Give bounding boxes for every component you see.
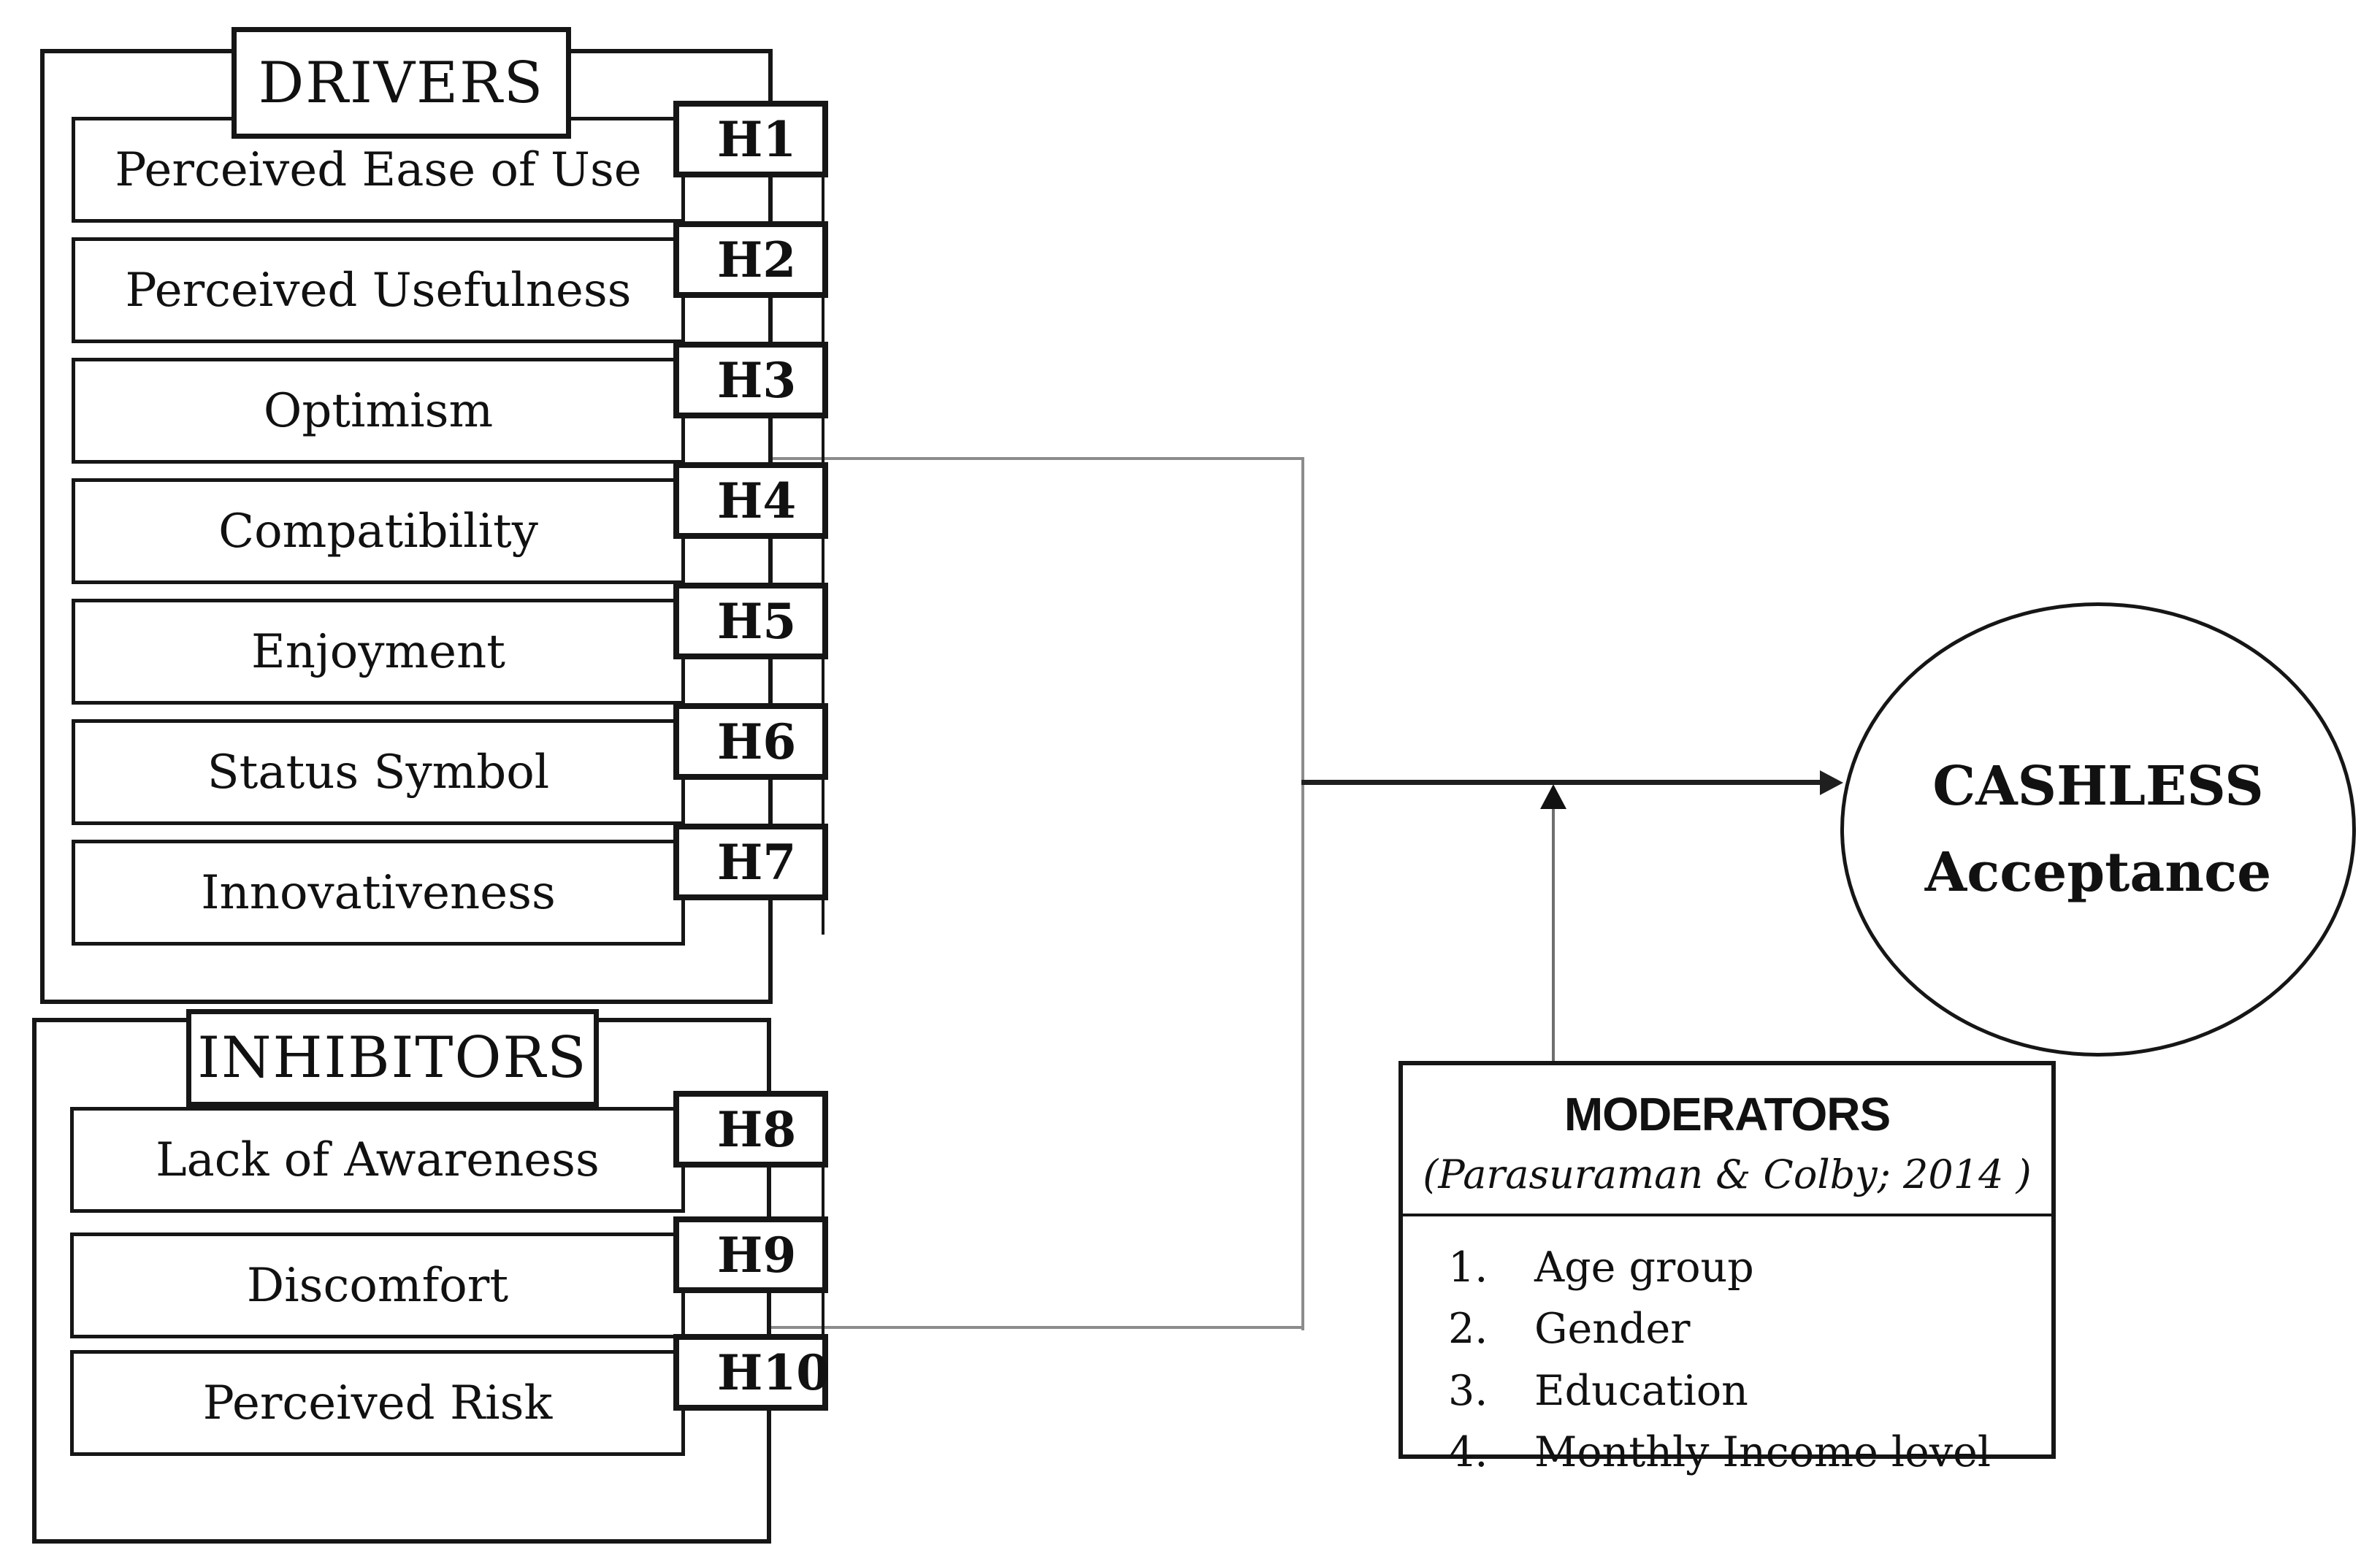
- inhibitors-title: INHIBITORS: [197, 1025, 588, 1091]
- inhibitor-row-lack-of-awareness: Lack of Awareness: [70, 1107, 685, 1213]
- drivers-hypothesis-chain-line: [822, 146, 824, 935]
- right-connector-line: [1301, 457, 1304, 1330]
- outcome-ellipse: CASHLESS Acceptance: [1840, 602, 2356, 1057]
- moderator-arrow-line: [1552, 806, 1555, 1061]
- hypothesis-label: H1: [717, 110, 797, 168]
- main-effect-arrow: [1301, 780, 1821, 785]
- hypothesis-label: H8: [717, 1100, 797, 1158]
- hypothesis-box-h2: H2: [673, 221, 828, 298]
- hypothesis-label: H2: [717, 231, 797, 288]
- moderator-item-monthly-income: 4. Monthly Income level: [1403, 1422, 2051, 1483]
- top-connector-line: [770, 457, 1304, 460]
- driver-row-innovativeness: Innovativeness: [72, 840, 685, 946]
- inhibitor-label: Lack of Awareness: [156, 1132, 600, 1187]
- driver-label: Optimism: [263, 383, 494, 438]
- hypothesis-label: H10: [717, 1343, 830, 1401]
- bottom-connector-line: [770, 1326, 1304, 1329]
- hypothesis-box-h3: H3: [673, 342, 828, 418]
- hypothesis-box-h6: H6: [673, 703, 828, 780]
- hypothesis-box-h4: H4: [673, 462, 828, 539]
- moderators-title: MODERATORS: [1564, 1088, 1891, 1141]
- hypothesis-label: H3: [717, 351, 797, 409]
- drivers-title: DRIVERS: [258, 50, 545, 116]
- inhibitor-label: Discomfort: [246, 1258, 509, 1313]
- moderator-item-label: Age group: [1534, 1243, 1754, 1292]
- hypothesis-label: H5: [717, 592, 797, 650]
- driver-row-pu: Perceived Usefulness: [72, 237, 685, 343]
- hypothesis-box-h9: H9: [673, 1216, 828, 1293]
- moderators-box: MODERATORS (Parasuraman & Colby; 2014 ) …: [1398, 1061, 2056, 1476]
- moderator-item-label: Gender: [1534, 1305, 1691, 1354]
- driver-row-enjoyment: Enjoyment: [72, 599, 685, 705]
- inhibitor-row-perceived-risk: Perceived Risk: [70, 1350, 685, 1456]
- hypothesis-label: H6: [717, 713, 797, 770]
- driver-row-compatibility: Compatibility: [72, 478, 685, 584]
- inhibitor-label: Perceived Risk: [202, 1376, 553, 1430]
- moderator-item-education: 3. Education: [1403, 1360, 2051, 1422]
- inhibitor-row-discomfort: Discomfort: [70, 1233, 685, 1338]
- driver-label: Innovativeness: [201, 865, 556, 920]
- driver-label: Status Symbol: [207, 745, 550, 800]
- driver-row-status-symbol: Status Symbol: [72, 719, 685, 825]
- driver-label: Perceived Ease of Use: [115, 142, 642, 197]
- moderator-item-number: 1.: [1448, 1243, 1488, 1292]
- moderators-source: (Parasuraman & Colby; 2014 ): [1423, 1151, 2032, 1197]
- driver-label: Perceived Usefulness: [125, 263, 632, 318]
- hypothesis-box-h10: H10: [673, 1334, 830, 1411]
- driver-label: Enjoyment: [251, 624, 505, 679]
- hypothesis-box-h7: H7: [673, 824, 828, 900]
- moderators-list: 1. Age group 2. Gender 3. Education 4. M…: [1403, 1237, 2051, 1483]
- hypothesis-label: H7: [717, 833, 797, 891]
- moderator-item-age-group: 1. Age group: [1403, 1237, 2051, 1298]
- moderator-item-label: Monthly Income level: [1534, 1428, 1991, 1477]
- moderator-item-gender: 2. Gender: [1403, 1298, 2051, 1360]
- driver-row-optimism: Optimism: [72, 358, 685, 464]
- main-effect-arrowhead-icon: [1820, 770, 1843, 795]
- moderator-item-number: 4.: [1448, 1428, 1488, 1477]
- moderator-item-number: 2.: [1448, 1305, 1488, 1354]
- moderators-divider: [1403, 1214, 2051, 1216]
- outcome-line2: Acceptance: [1924, 841, 2272, 904]
- hypothesis-box-h5: H5: [673, 583, 828, 659]
- moderator-item-number: 3.: [1448, 1366, 1488, 1415]
- outcome-line1: CASHLESS: [1932, 754, 2264, 818]
- hypothesis-label: H9: [717, 1226, 797, 1284]
- moderator-item-label: Education: [1534, 1366, 1748, 1415]
- inhibitors-title-box: INHIBITORS: [186, 1009, 599, 1107]
- moderator-arrowhead-icon: [1540, 784, 1566, 809]
- driver-label: Compatibility: [218, 504, 538, 559]
- hypothesis-box-h1: H1: [673, 101, 828, 177]
- hypothesis-box-h8: H8: [673, 1091, 828, 1168]
- hypothesis-label: H4: [717, 472, 797, 529]
- drivers-title-box: DRIVERS: [232, 27, 571, 139]
